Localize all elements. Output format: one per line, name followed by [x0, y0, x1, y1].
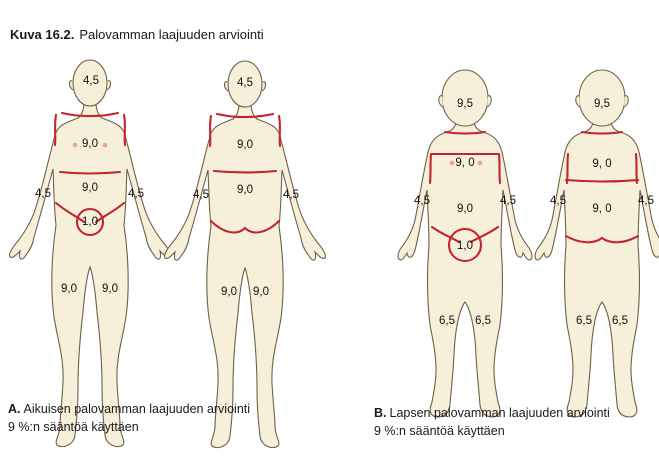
adult-front-chest-label: 9,0: [82, 138, 98, 150]
child-front-left-leg-label: 6,5: [439, 315, 455, 327]
adult-back-right-leg-label: 9,0: [253, 286, 269, 298]
caption-adult-text: Aikuisen palovamman laajuuden arviointi: [24, 402, 251, 416]
panel-letter-b: B.: [374, 406, 387, 420]
child-front-abdomen-label: 9,0: [457, 203, 473, 215]
adult-back-figure: 4,5 9,0 9,0 4,5 4,5 9,0 9,0: [164, 61, 325, 448]
adult-front-right-arm-label: 4,5: [128, 188, 144, 200]
child-front-head-label: 9,5: [457, 98, 473, 110]
child-back-lower-label: 9, 0: [592, 203, 611, 215]
adult-back-lower-label: 9,0: [237, 184, 253, 196]
caption-adult: A.Aikuisen palovamman laajuuden arvioint…: [8, 400, 250, 436]
caption-child: B.Lapsen palovamman laajuuden arviointi …: [374, 404, 610, 440]
adult-back-right-arm-label: 4,5: [283, 189, 299, 201]
adult-front-genital-label: 1,0: [82, 216, 98, 228]
child-front-figure: 9,5 9, 0 9,0 4,5 4,5 1,0 6,5 6,5: [398, 70, 532, 417]
child-back-left-arm-label: 4,5: [550, 195, 566, 207]
adult-back-left-leg-label: 9,0: [221, 286, 237, 298]
caption-child-line1: B.Lapsen palovamman laajuuden arviointi: [374, 404, 610, 422]
child-back-upper-label: 9, 0: [592, 158, 611, 170]
adult-back-head-label: 4,5: [237, 77, 253, 89]
child-front-right-leg-label: 6,5: [475, 315, 491, 327]
child-front-left-arm-label: 4,5: [414, 195, 430, 207]
adult-back-left-arm-label: 4,5: [193, 189, 209, 201]
adult-front-left-leg-label: 9,0: [61, 283, 77, 295]
child-front-right-arm-label: 4,5: [500, 195, 516, 207]
caption-adult-line2: 9 %:n sääntöä käyttäen: [8, 418, 250, 436]
child-back-right-leg-label: 6,5: [612, 315, 628, 327]
adult-front-head-label: 4,5: [83, 75, 99, 87]
adult-front-figure: 4,5 9,0 9,0 4,5 4,5 1,0 9,0 9,0: [9, 60, 170, 447]
child-back-head-label: 9,5: [594, 98, 610, 110]
adult-front-right-leg-label: 9,0: [102, 283, 118, 295]
child-front-genital-label: 1,0: [457, 240, 473, 252]
caption-adult-line1: A.Aikuisen palovamman laajuuden arvioint…: [8, 400, 250, 418]
adult-back-upper-label: 9,0: [237, 139, 253, 151]
adult-front-abdomen-label: 9,0: [82, 182, 98, 194]
child-back-figure: 9,5 9, 0 9, 0 4,5 4,5 6,5 6,5: [535, 70, 659, 417]
caption-child-text: Lapsen palovamman laajuuden arviointi: [390, 406, 610, 420]
adult-front-left-arm-label: 4,5: [35, 188, 51, 200]
child-back-right-arm-label: 4,5: [638, 195, 654, 207]
child-back-left-leg-label: 6,5: [576, 315, 592, 327]
caption-child-line2: 9 %:n sääntöä käyttäen: [374, 422, 610, 440]
child-front-chest-label: 9, 0: [455, 157, 474, 169]
panel-letter-a: A.: [8, 402, 21, 416]
